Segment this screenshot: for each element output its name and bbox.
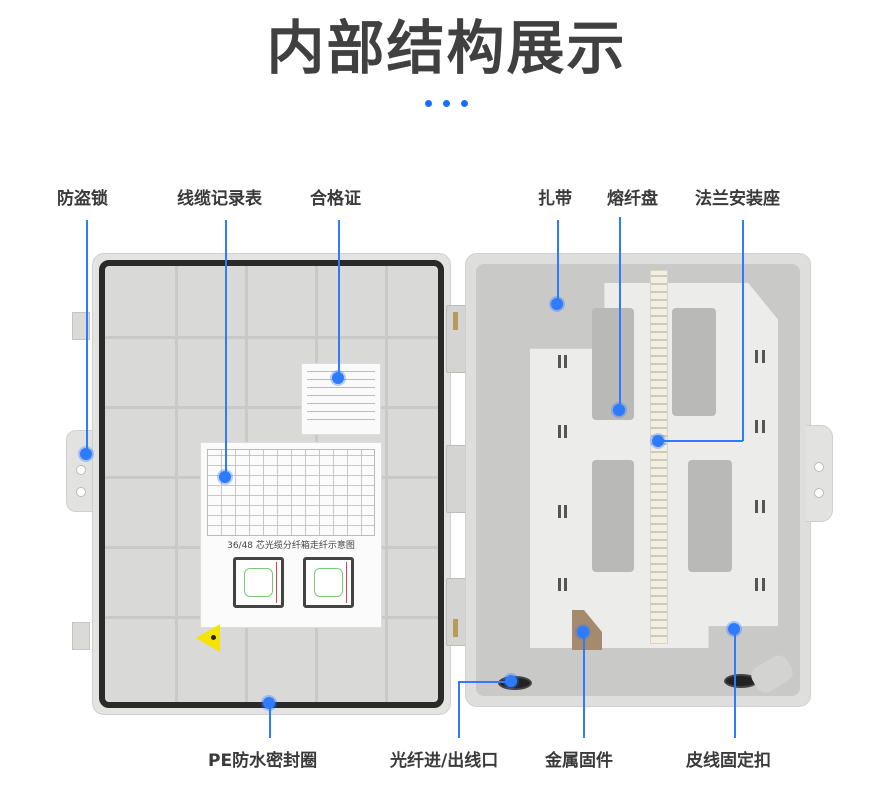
callout-pin-icon	[551, 298, 563, 310]
callout-pin-icon	[728, 623, 740, 635]
routing-diagram-right	[303, 557, 354, 608]
mounting-ear	[806, 425, 833, 522]
callout-line	[458, 681, 460, 738]
callout-label-splice-tray: 熔纤盘	[607, 189, 658, 209]
lid-inner-panel: 36/48 芯光缆分纤箱走纤示意图	[105, 266, 438, 702]
page-title: 内部结构展示	[266, 14, 627, 82]
tray-window	[592, 308, 634, 420]
callout-pin-icon	[263, 697, 275, 709]
callout-pin-icon	[652, 435, 664, 447]
callout-label-anti-theft-lock: 防盗锁	[57, 189, 108, 209]
callout-label-cable-record-sheet: 线缆记录表	[177, 189, 262, 209]
dot-icon	[443, 100, 450, 107]
cable-record-sheet-card: 36/48 芯光缆分纤箱走纤示意图	[200, 442, 382, 628]
callout-line	[269, 703, 271, 738]
callout-label-fiber-inlet-outlet: 光纤进/出线口	[390, 751, 499, 771]
record-table	[207, 449, 375, 536]
laser-warning-icon	[196, 624, 220, 652]
record-sheet-caption: 36/48 芯光缆分纤箱走纤示意图	[227, 541, 355, 551]
callout-line	[619, 217, 621, 410]
callout-line	[225, 220, 227, 477]
lid-body: 36/48 芯光缆分纤箱走纤示意图	[92, 253, 451, 715]
callout-label-metal-fixture: 金属固件	[545, 751, 613, 771]
callout-line	[742, 220, 744, 441]
tray-window	[688, 460, 732, 572]
latch-tab	[72, 622, 90, 650]
latch-tab	[72, 312, 90, 340]
callout-pin-icon	[577, 626, 589, 638]
callout-line	[734, 629, 736, 738]
mount-hole-icon	[814, 462, 824, 472]
callout-line	[583, 632, 585, 738]
dot-icon	[425, 100, 432, 107]
tray-window	[592, 460, 634, 572]
mount-hole-icon	[814, 488, 824, 498]
tray-window	[672, 308, 716, 416]
callout-pin-icon	[219, 471, 231, 483]
lock-hole-icon	[76, 465, 86, 475]
dot-icon	[461, 100, 468, 107]
callout-line	[658, 440, 743, 442]
routing-diagram-left	[233, 557, 284, 608]
callout-line	[458, 681, 511, 683]
callout-line	[338, 220, 340, 378]
callout-label-adapter-mount: 法兰安装座	[695, 189, 780, 209]
callout-line	[86, 220, 88, 454]
callout-label-certificate: 合格证	[310, 189, 361, 209]
anti-theft-lock-ear	[66, 430, 95, 512]
callout-label-drop-cable-clamp: 皮线固定扣	[686, 751, 771, 771]
callout-label-pe-waterproof-seal: PE防水密封圈	[208, 751, 318, 771]
adapter-mount-strip	[650, 270, 668, 644]
callout-pin-icon	[613, 404, 625, 416]
callout-pin-icon	[505, 675, 517, 687]
callout-pin-icon	[332, 372, 344, 384]
callout-pin-icon	[80, 448, 92, 460]
lock-hole-icon	[76, 487, 86, 497]
callout-label-cable-tie: 扎带	[538, 189, 572, 209]
callout-line	[557, 220, 559, 304]
title-decoration-dots	[0, 100, 893, 107]
